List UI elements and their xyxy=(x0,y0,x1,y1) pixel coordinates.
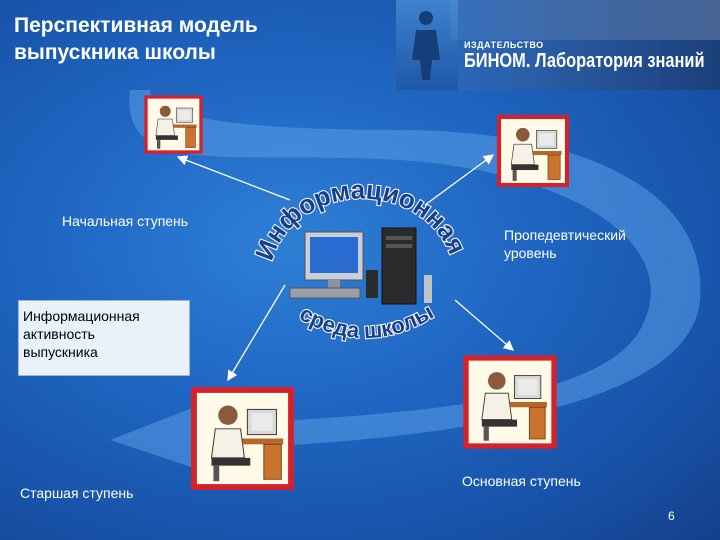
infobox-line-1: Информационная xyxy=(23,308,140,324)
label-propaedeutic-line-1: Пропедевтический xyxy=(504,227,626,243)
page-number: 6 xyxy=(668,509,675,523)
title-line-2: выпускника школы xyxy=(14,41,216,64)
arrow-to-propaedeutic xyxy=(424,154,495,206)
arrow-to-main xyxy=(454,299,514,351)
info-activity-box: Информационная активность выпускника xyxy=(18,300,190,376)
label-primary: Начальная ступень xyxy=(62,213,189,229)
learner-propaedeutic-icon xyxy=(499,117,567,185)
label-propaedeutic: Пропедевтический уровень xyxy=(504,226,626,262)
learner-main-icon xyxy=(466,358,554,446)
publisher-small-label: ИЗДАТЕЛЬСТВО xyxy=(464,40,544,50)
label-senior: Старшая ступень xyxy=(20,485,134,501)
publisher-banner: ИЗДАТЕЛЬСТВО БИНОМ. Лаборатория знаний xyxy=(396,0,720,90)
label-main: Основная ступень xyxy=(462,473,581,489)
reader-silhouette-icon xyxy=(396,0,458,90)
learner-senior-icon xyxy=(194,390,291,487)
infobox-line-2: активность xyxy=(23,326,95,342)
title-line-1: Перспективная модель xyxy=(14,14,258,37)
infobox-line-3: выпускника xyxy=(23,344,98,360)
learner-primary-icon xyxy=(144,95,203,154)
arrow-to-senior xyxy=(227,284,286,382)
arrow-to-primary xyxy=(176,155,291,201)
slide-title: Перспективная модель выпускника школы xyxy=(14,12,258,66)
books-image xyxy=(450,0,720,40)
publisher-name: БИНОМ. Лаборатория знаний xyxy=(464,50,705,72)
label-propaedeutic-line-2: уровень xyxy=(504,245,557,261)
desktop-computer-icon xyxy=(289,227,432,305)
